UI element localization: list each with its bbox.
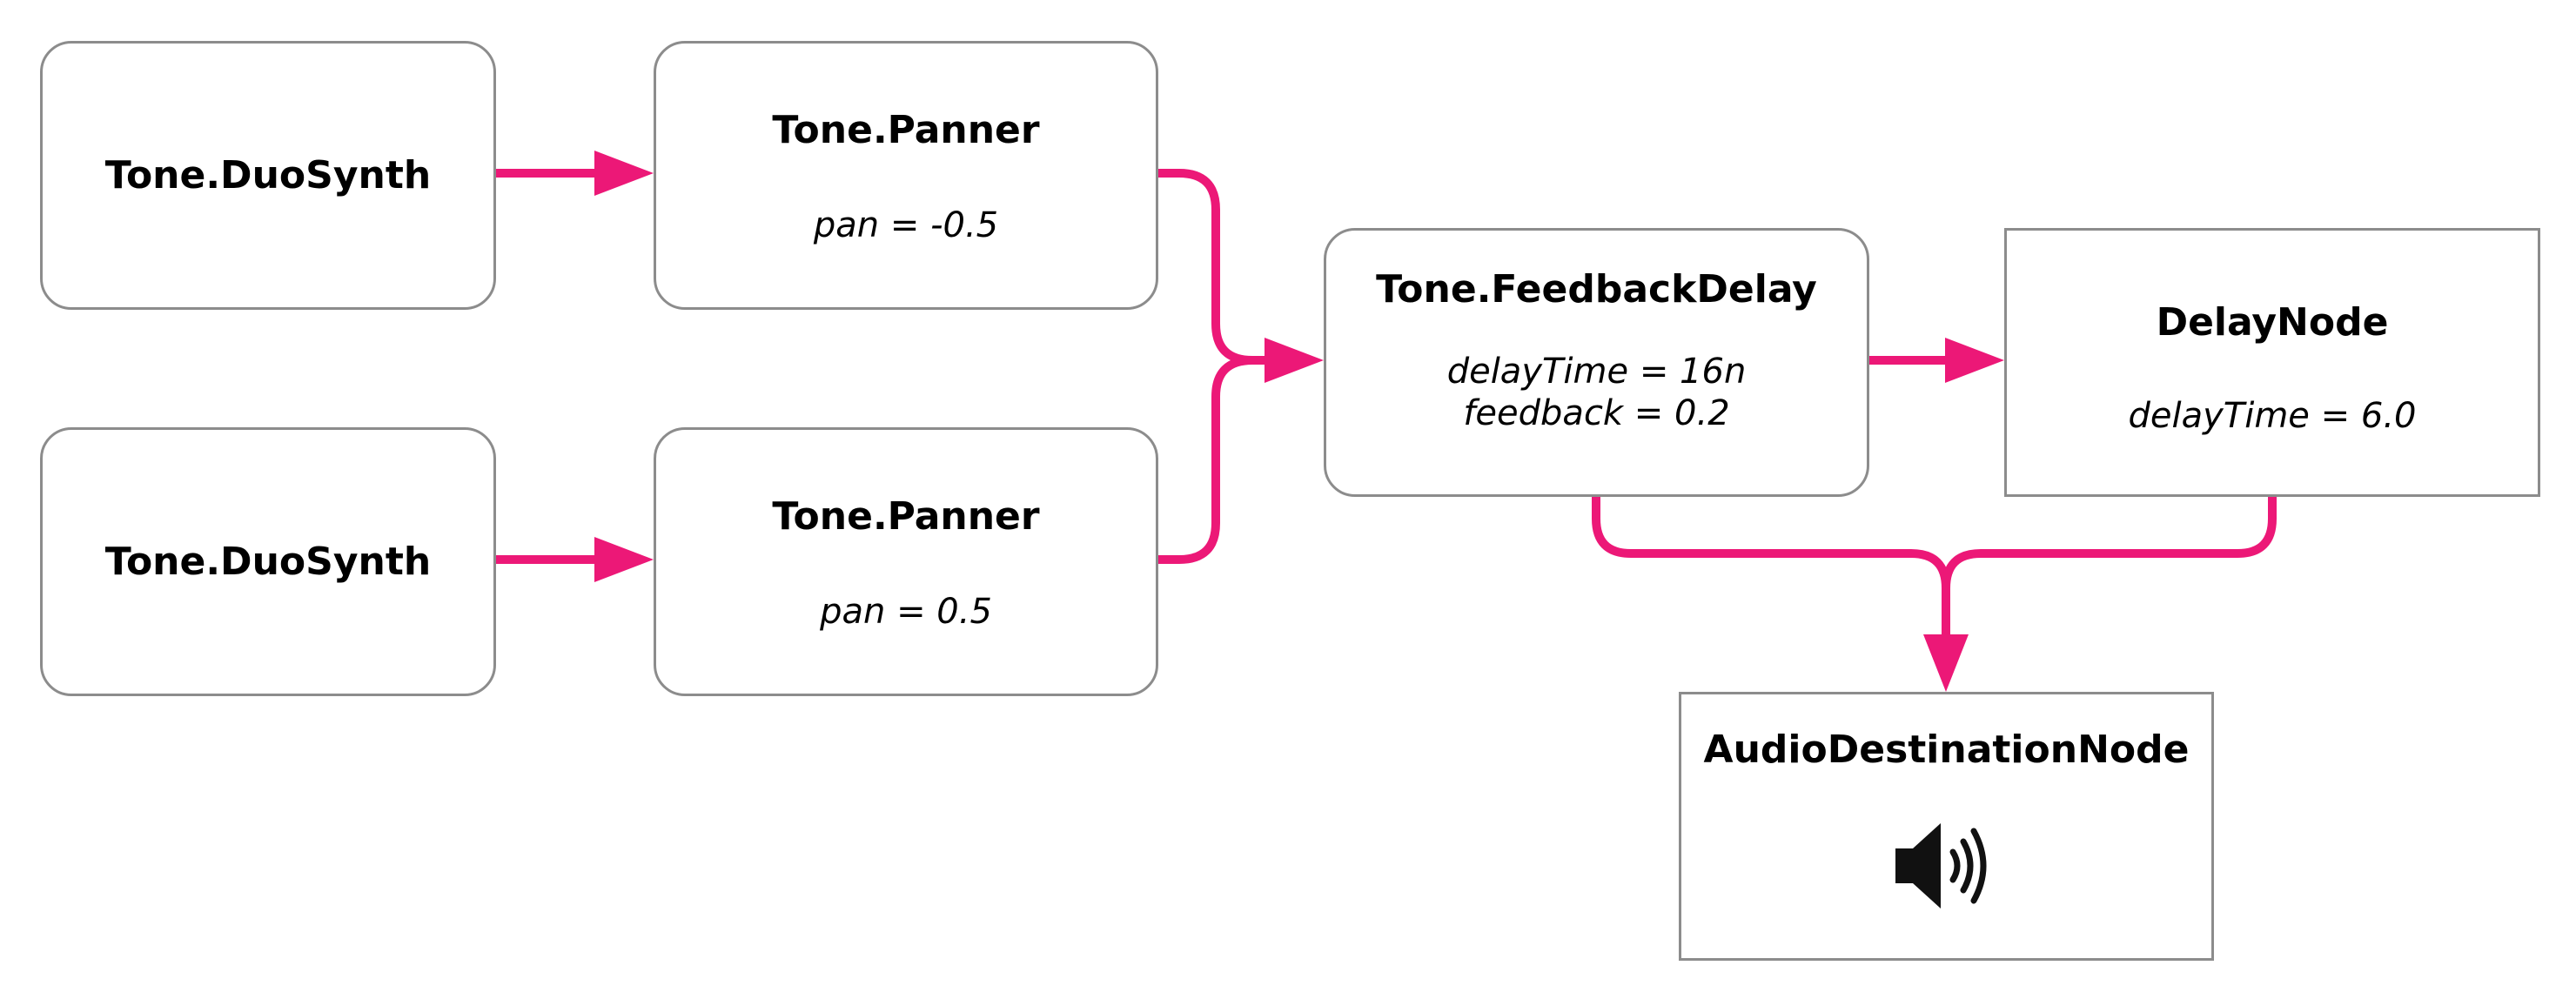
node-title: Tone.DuoSynth (104, 152, 432, 198)
arrowhead-to-panner1 (594, 151, 654, 196)
node-panner-2: Tone.Panner pan = 0.5 (654, 427, 1158, 696)
node-params: delayTime = 16n feedback = 0.2 (1447, 351, 1747, 434)
node-params: pan = -0.5 (814, 204, 998, 247)
node-feedback-delay: Tone.FeedbackDelay delayTime = 16n feedb… (1324, 228, 1869, 497)
node-duosynth-2: Tone.DuoSynth (40, 427, 496, 696)
arrowhead-to-fbdelay (1265, 338, 1324, 383)
wire-panner2-to-fbdelay (1158, 356, 1275, 564)
node-params: pan = 0.5 (820, 590, 992, 634)
node-delay-node: DelayNode delayTime = 6.0 (2004, 228, 2540, 497)
arrowhead-to-panner2 (594, 537, 654, 582)
param-delay-time: delayTime = 6.0 (2128, 396, 2417, 436)
node-panner-1: Tone.Panner pan = -0.5 (654, 41, 1158, 310)
arrowhead-to-delay (1945, 338, 2004, 383)
node-title: Tone.DuoSynth (104, 539, 432, 584)
node-title: DelayNode (2156, 300, 2389, 345)
node-audio-destination: AudioDestinationNode (1679, 692, 2214, 961)
wire-delay-to-dest (1942, 497, 2277, 589)
param-feedback: feedback = 0.2 (1463, 393, 1730, 433)
param-delay-time: delayTime = 16n (1446, 352, 1747, 392)
node-params: delayTime = 6.0 (2129, 394, 2417, 438)
param-pan: pan = 0.5 (820, 592, 992, 632)
speaker-icon (1895, 823, 1986, 908)
param-pan: pan = -0.5 (813, 205, 999, 245)
node-title: Tone.Panner (772, 108, 1040, 152)
wire-fbdelay-to-dest (1592, 497, 1950, 644)
node-duosynth-1: Tone.DuoSynth (40, 41, 496, 310)
node-title: Tone.Panner (772, 494, 1040, 539)
node-title: AudioDestinationNode (1703, 727, 2190, 772)
node-title: Tone.FeedbackDelay (1376, 267, 1817, 312)
wire-panner1-to-fbdelay (1158, 169, 1275, 365)
arrowhead-to-dest (1923, 634, 1969, 692)
